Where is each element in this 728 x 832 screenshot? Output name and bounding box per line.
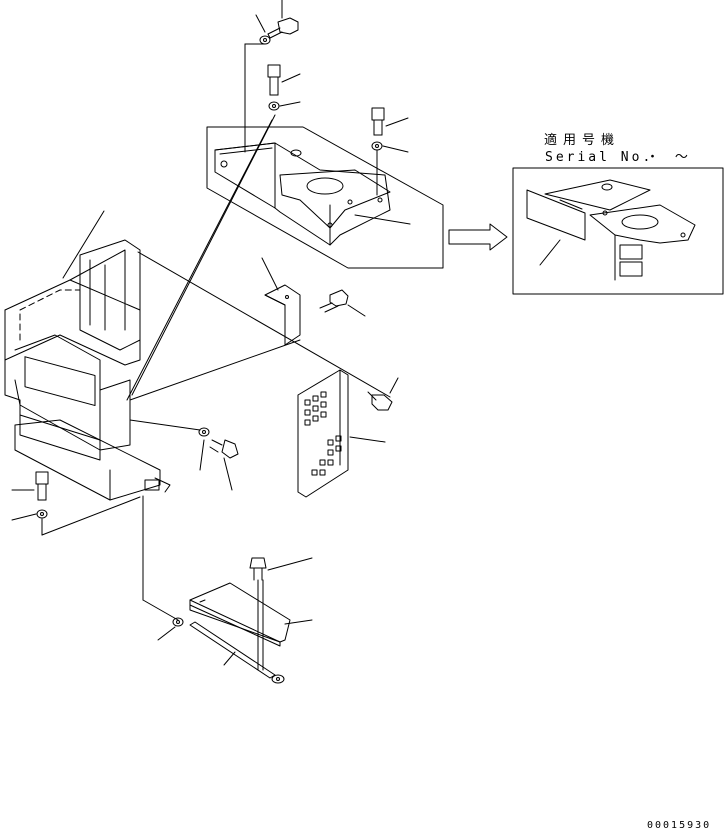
bolt-top-3	[371, 107, 385, 136]
bolt-left	[35, 471, 49, 501]
serial-note-range: ・ ～	[646, 150, 692, 165]
washer-top-1	[259, 35, 271, 45]
bottom-cover-plate	[189, 582, 291, 647]
bolt-bottom	[249, 557, 267, 581]
drawing-number: 00015930	[647, 820, 712, 831]
bolt-mid-2	[209, 439, 239, 459]
bolt-mid-1	[319, 289, 349, 313]
bolt-top-1	[267, 17, 299, 39]
serial-note-title: 適用号機	[544, 133, 621, 148]
serial-inset-box	[512, 167, 724, 295]
washer-top-2	[268, 101, 280, 111]
serial-note-label: Serial No.	[545, 150, 654, 165]
rod	[189, 621, 285, 684]
washer-top-3	[371, 141, 383, 151]
angle-bracket	[264, 284, 301, 346]
bolt-right-1	[367, 391, 393, 411]
bolt-top-2	[267, 64, 281, 96]
main-housing	[4, 210, 301, 501]
vent-holes	[304, 391, 342, 476]
washer-mid	[198, 427, 210, 437]
washer-left	[36, 509, 48, 519]
arrow-right-icon	[448, 223, 508, 251]
washer-bottom	[172, 617, 184, 627]
upper-bracket-panel	[206, 126, 444, 269]
cover-plate	[297, 369, 349, 498]
